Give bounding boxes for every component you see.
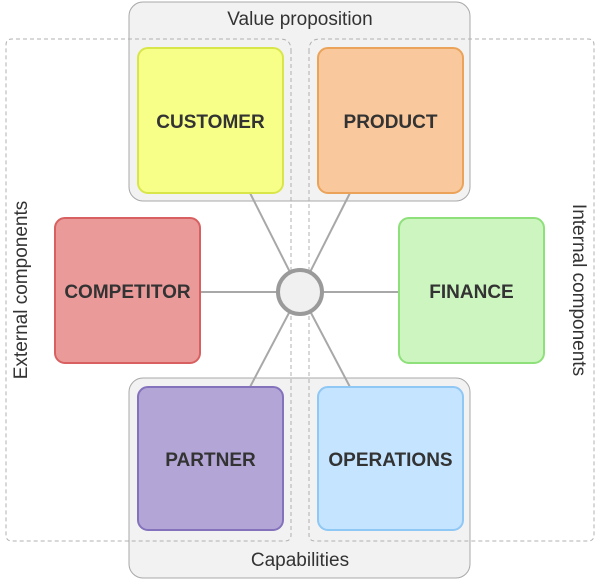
internal-components-label: Internal components <box>568 204 589 376</box>
box-competitor: COMPETITOR <box>54 217 201 364</box>
value-proposition-title: Value proposition <box>227 9 372 30</box>
box-operations: OPERATIONS <box>317 386 464 531</box>
hub-circle <box>276 268 324 316</box>
box-finance: FINANCE <box>398 217 545 364</box>
box-customer: CUSTOMER <box>137 47 284 194</box>
external-components-label: External components <box>11 201 32 380</box>
box-product-label: PRODUCT <box>344 112 438 133</box>
box-partner-label: PARTNER <box>165 450 256 471</box>
box-operations-label: OPERATIONS <box>328 450 452 471</box>
internal-components-region <box>308 38 595 542</box>
box-customer-label: CUSTOMER <box>156 112 265 133</box>
external-components-region <box>5 38 292 542</box>
box-finance-label: FINANCE <box>429 282 513 303</box>
box-partner: PARTNER <box>137 386 284 531</box>
box-competitor-label: COMPETITOR <box>64 282 191 303</box>
capabilities-title: Capabilities <box>251 550 349 571</box>
box-product: PRODUCT <box>317 47 464 194</box>
